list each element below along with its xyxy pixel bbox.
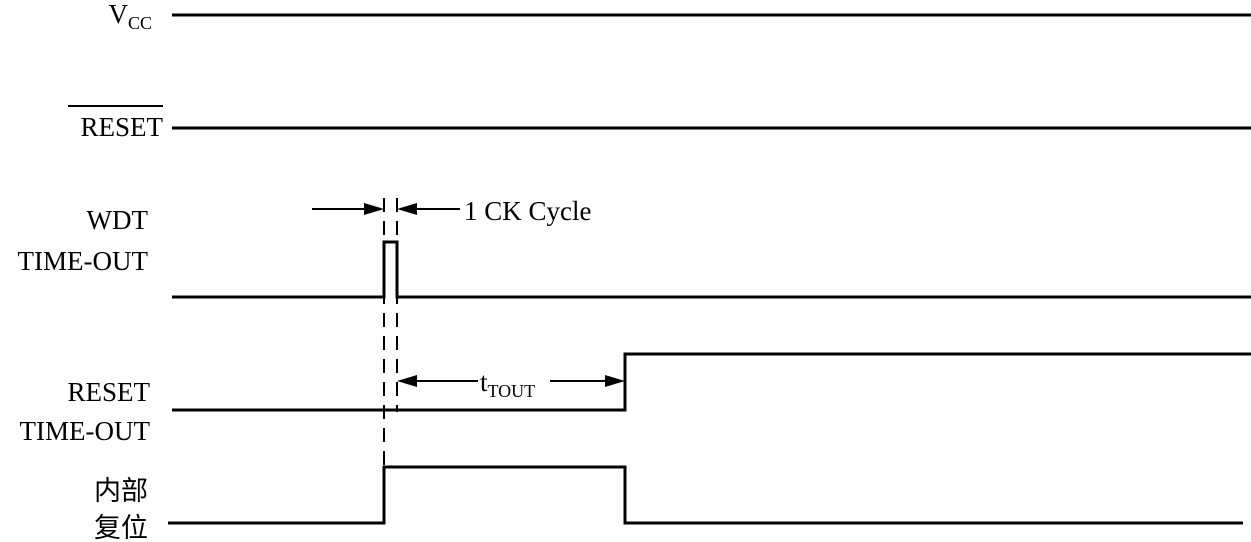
vcc-label-sub: CC <box>128 13 152 33</box>
reset-timeout-label-line1: RESET <box>67 377 150 407</box>
ttout-arrow-left-head <box>397 375 417 387</box>
internal-reset-label-line1: 内部 <box>94 476 148 506</box>
reset-bar-label: RESET <box>80 112 163 142</box>
ck-arrow-right-head <box>397 203 417 215</box>
ck-cycle-label: 1 CK Cycle <box>464 196 592 226</box>
reset-timeout-waveform <box>172 352 1251 412</box>
wdt-label-line2: TIME-OUT <box>18 246 149 276</box>
ttout-arrow-right-head <box>605 375 625 387</box>
vcc-label-main: V <box>108 0 128 29</box>
internal-reset-waveform <box>168 465 1243 525</box>
ttout-label-sub: TOUT <box>488 381 536 401</box>
wdt-label-line1: WDT <box>87 205 149 235</box>
wdt-timeout-waveform <box>172 240 1251 299</box>
ttout-label: tTOUT <box>480 367 535 401</box>
reset-timeout-label-line2: TIME-OUT <box>20 416 151 446</box>
vcc-label: VCC <box>108 0 152 33</box>
ttout-label-main: t <box>480 367 488 397</box>
ck-arrow-left-head <box>364 203 384 215</box>
internal-reset-label-line2: 复位 <box>94 513 148 542</box>
